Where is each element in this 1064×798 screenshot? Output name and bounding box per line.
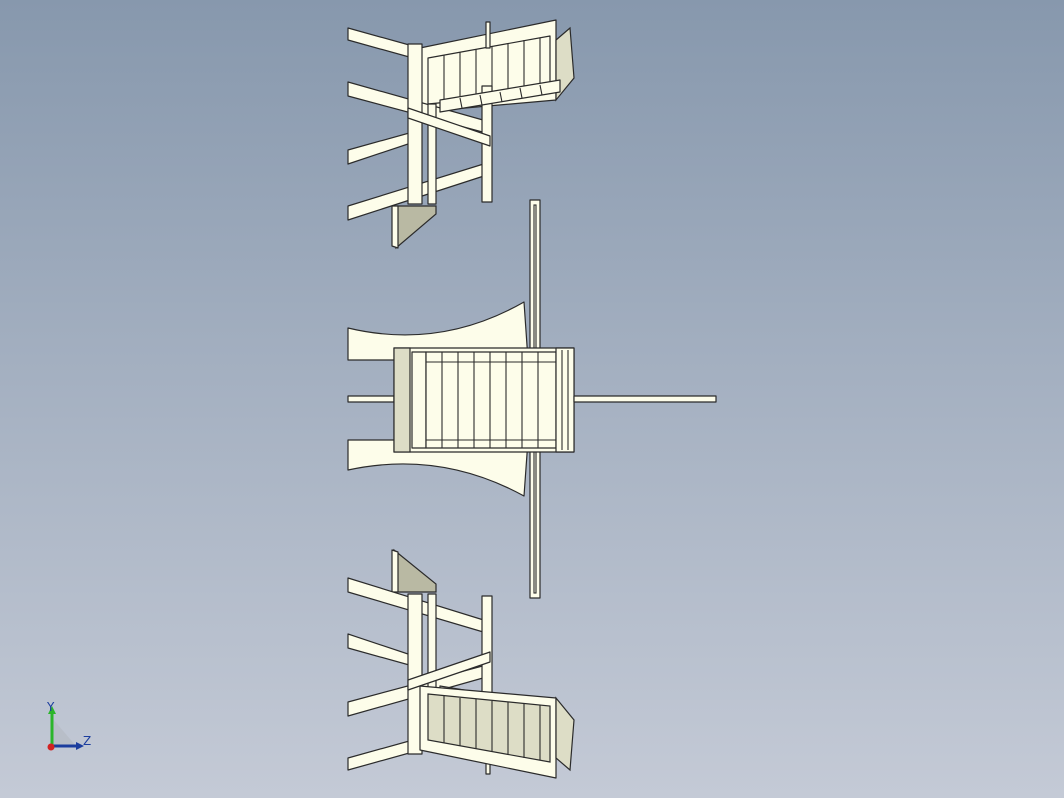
triad-z-label: Z — [83, 734, 92, 748]
chair-bottom[interactable] — [347, 548, 575, 779]
triad-y-label: Y — [47, 700, 55, 714]
chair-middle[interactable] — [347, 199, 717, 599]
triad-axes-icon — [47, 706, 84, 751]
chair-top[interactable] — [347, 19, 575, 250]
coordinate-triad — [38, 698, 98, 758]
